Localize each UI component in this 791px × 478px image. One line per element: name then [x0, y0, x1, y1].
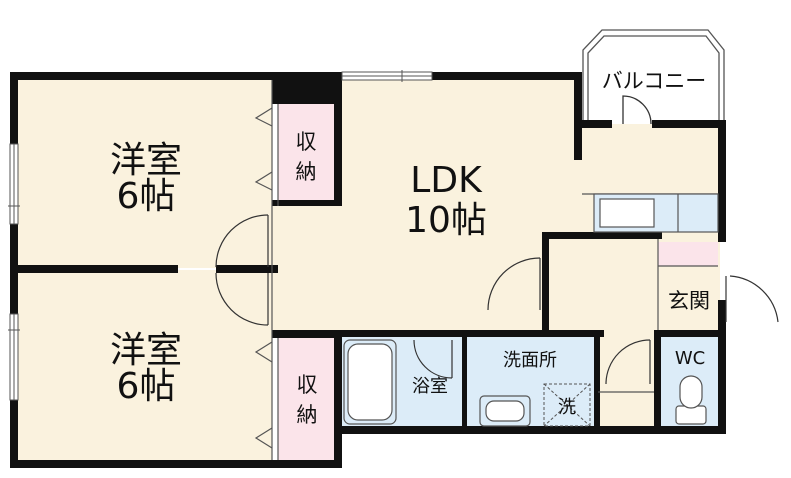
toilet-tank [675, 405, 707, 425]
balcony-label: バルコニー [602, 69, 707, 93]
wall-bottom-right [334, 426, 726, 434]
walls [10, 72, 726, 468]
washer-mark: 洗 [558, 397, 576, 418]
washer-box [543, 383, 591, 427]
western-room-top-floor [16, 78, 272, 268]
washer-space [543, 383, 591, 427]
kitchen-counter-icon [593, 193, 719, 233]
balcony-outline [582, 29, 725, 124]
wall-ldk-balcony-step [574, 72, 582, 160]
balcony [582, 29, 725, 125]
wall-top-ldk [432, 72, 582, 80]
door-swing-icon [215, 214, 269, 268]
wall-toilet-top [654, 330, 726, 337]
door-swing-icon [413, 339, 453, 379]
closet-door-bottom-upper [254, 341, 273, 363]
bathtub-inner [347, 343, 393, 421]
western-room-top-size: 6帖 [117, 176, 176, 217]
wall-bath-wash-divider [462, 336, 467, 428]
wall-top-left [10, 72, 342, 80]
entrance-label: 玄関 [668, 289, 710, 313]
closet-door-top-upper [254, 107, 273, 127]
entrance-tile [658, 242, 718, 266]
western-room-bottom-floor [16, 270, 272, 460]
wall-wet-area-top [334, 330, 604, 337]
toilet-bowl [679, 375, 703, 409]
door-swings [215, 214, 779, 385]
bathtub-icon [343, 339, 397, 425]
door-swing-icon [605, 339, 651, 385]
wall-storage-bottom-top [272, 330, 342, 338]
wall-right-upper [718, 120, 726, 242]
hallway-floor [272, 200, 342, 330]
ldk-name: LDK [410, 160, 483, 201]
wall-storage-top-cap [272, 78, 342, 104]
door-swing-icon [622, 95, 652, 125]
wall-entrance-top [542, 232, 662, 239]
wall-room-divider-right [216, 265, 278, 273]
closet-door-marks [254, 107, 273, 449]
door-swing-icon [487, 257, 541, 311]
door-swing-icon [215, 272, 269, 326]
washbasin-bowl [485, 400, 525, 422]
wall-bottom-step [334, 330, 342, 468]
balcony-outline-inner [587, 35, 720, 124]
western-room-bottom-name: 洋室 [110, 330, 182, 371]
wall-balcony-base-right [652, 120, 726, 128]
storage-top-label-1: 収 [296, 130, 317, 154]
closet-door-bottom-lower [254, 427, 273, 449]
wall-entrance-left [542, 232, 549, 330]
kitchen-sink [599, 198, 655, 228]
wall-storage-top-bottom [272, 200, 342, 206]
storage-bottom-label-2: 納 [297, 403, 318, 427]
bathroom-label: 浴室 [412, 376, 448, 397]
wall-toilet-left [654, 330, 661, 434]
wall-left-top [10, 72, 18, 144]
labels: 洋室 6帖 洋室 6帖 収 納 収 納 LDK 10帖 バルコニー 玄関 浴室 … [110, 69, 710, 427]
western-room-top-name: 洋室 [110, 140, 182, 181]
toilet-label: WC [675, 348, 705, 369]
wall-entrance-right-low [718, 300, 726, 434]
closet-door-top-lower [254, 171, 273, 191]
storage-top-label-2: 納 [296, 160, 317, 184]
wall-storage-top-right [334, 78, 342, 206]
door-swing-icon [729, 275, 779, 323]
ldk-floor [335, 78, 580, 330]
window-icon [8, 70, 433, 401]
storage-bottom-label-1: 収 [297, 373, 318, 397]
wall-bottom-left [10, 460, 342, 468]
wall-room-divider [10, 265, 178, 273]
wall-balcony-base [582, 120, 612, 128]
storage-bottom-floor [278, 338, 336, 460]
ldk-size: 10帖 [405, 200, 487, 241]
toilet-icon [675, 375, 707, 425]
washbasin-icon [479, 395, 531, 427]
washroom-label: 洗面所 [503, 350, 557, 371]
western-room-bottom-size: 6帖 [117, 366, 176, 407]
storage-top-floor [278, 104, 334, 200]
wall-left-low [10, 400, 18, 468]
wall-wash-right [594, 330, 600, 428]
